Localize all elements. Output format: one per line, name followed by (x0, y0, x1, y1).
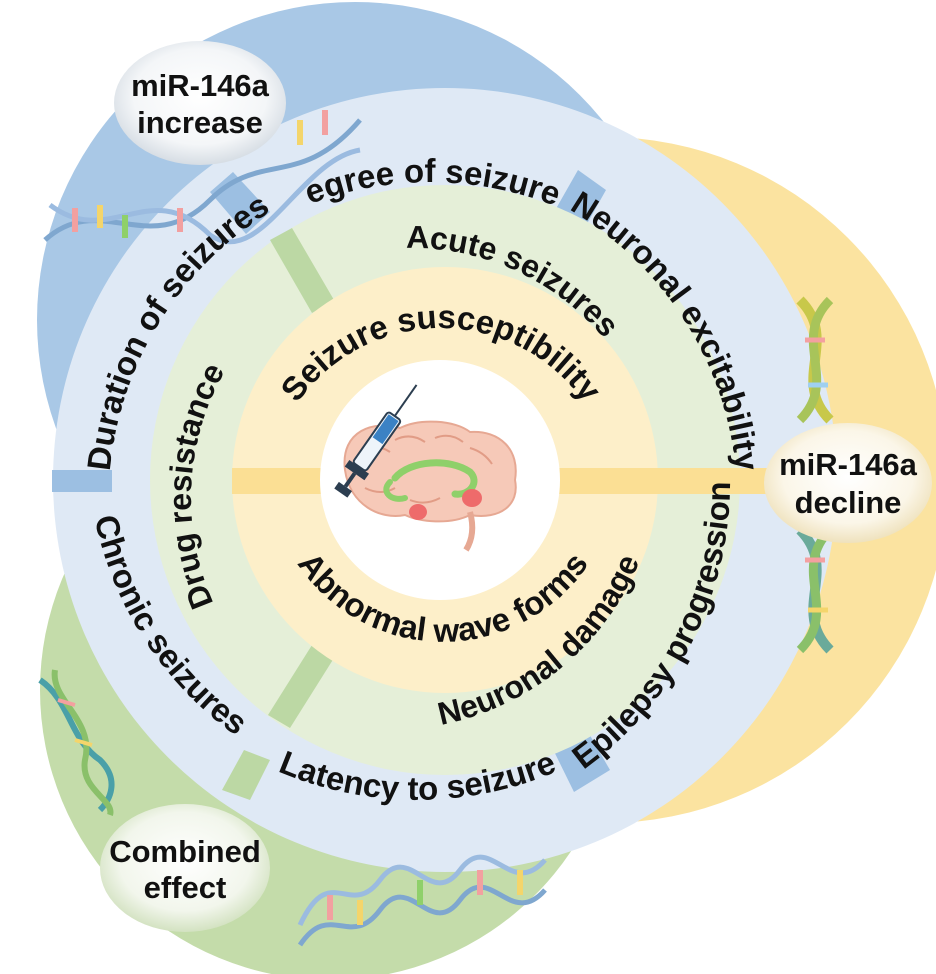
bubble-decline-line2: decline (795, 485, 902, 520)
bubble-combined: Combined effect (100, 804, 270, 932)
dna-helix-icon-right-upper (796, 296, 834, 424)
bubble-increase: miR-146a increase (114, 41, 286, 165)
dna-helix-icon-right-lower (796, 526, 834, 654)
bubble-combined-line1: Combined (109, 834, 261, 869)
bubble-decline: miR-146a decline (764, 423, 932, 543)
dna-helix-icon-bottom-left (38, 669, 115, 816)
dna-helix-icon-bottom (297, 854, 547, 947)
dna-helix-icon-top (43, 110, 362, 245)
bubble-combined-line2: effect (144, 870, 227, 905)
brain-illustration (343, 420, 517, 552)
bubble-decline-line1: miR-146a (779, 447, 918, 482)
syringe-icon (334, 384, 418, 498)
bubble-increase-line2: increase (137, 105, 263, 140)
bubble-increase-line1: miR-146a (131, 68, 270, 103)
middle-ring-dividers (268, 228, 334, 728)
horizontal-band-right (545, 468, 805, 494)
